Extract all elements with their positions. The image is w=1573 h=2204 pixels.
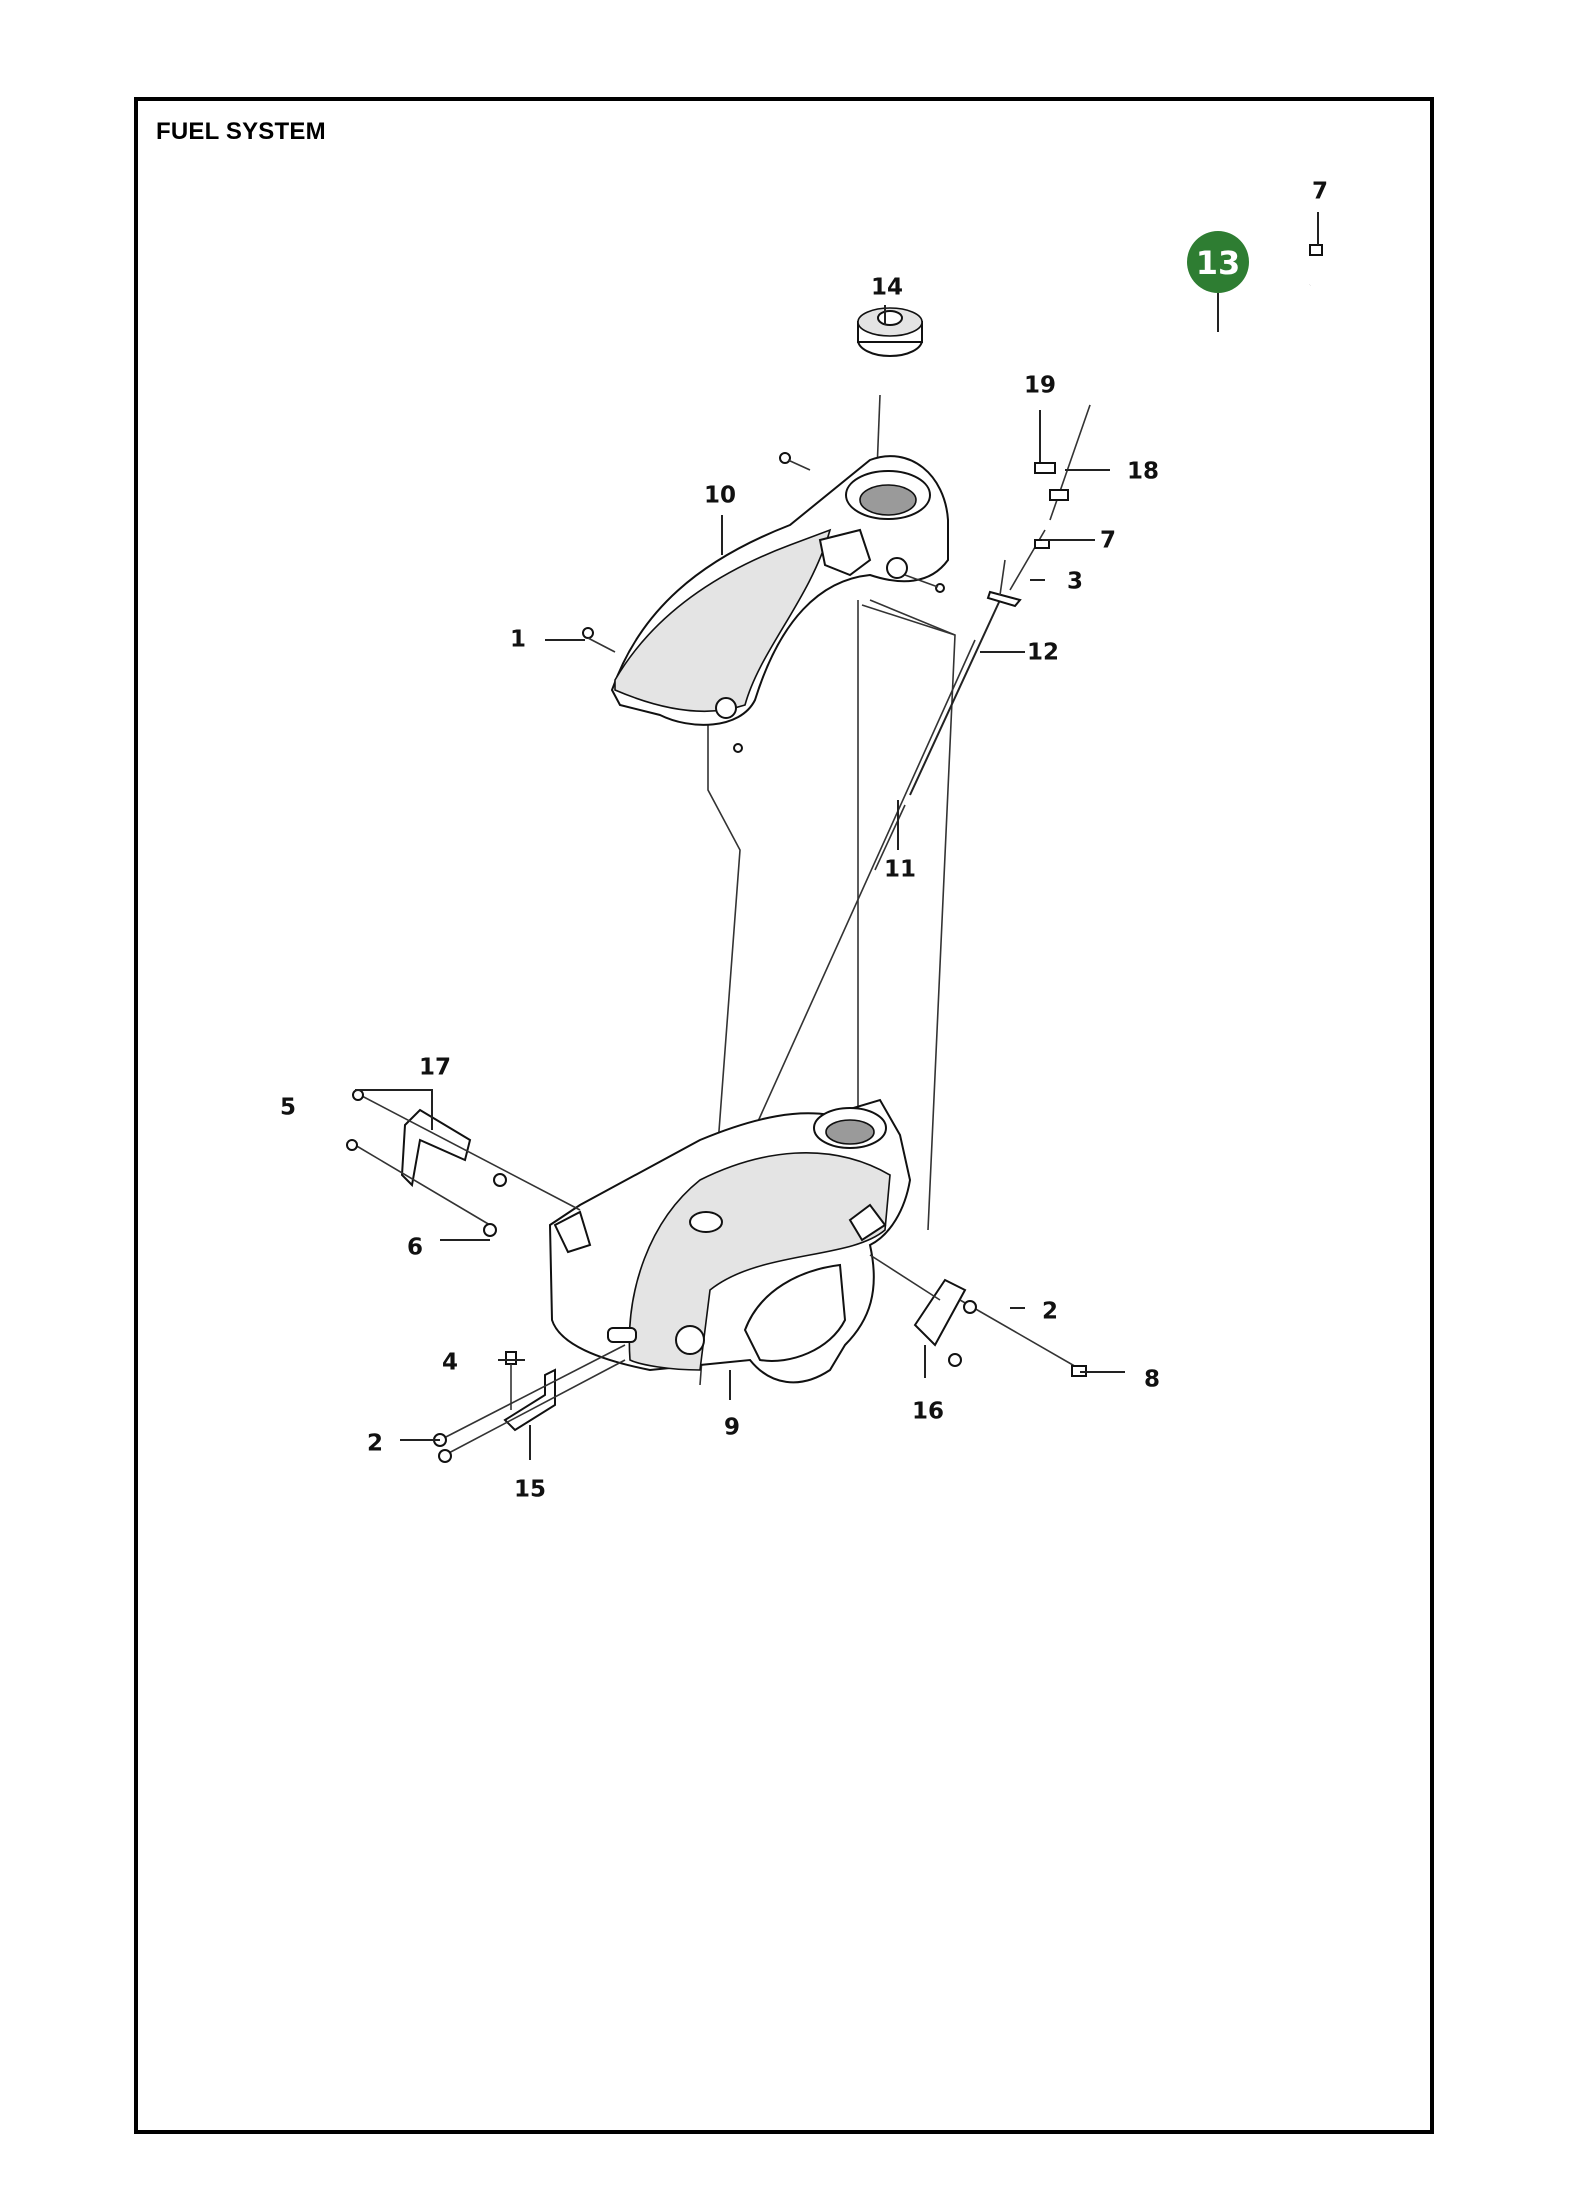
callout-2-right: 2 — [1042, 1299, 1058, 1325]
diagram-frame — [134, 97, 1434, 2134]
upper-shroud — [610, 455, 949, 726]
callout-5: 5 — [280, 1095, 296, 1121]
highlight-badge-13: 13 — [1187, 231, 1249, 293]
callout-4: 4 — [442, 1350, 458, 1376]
callout-18: 18 — [1127, 459, 1159, 485]
callout-7-top: 7 — [1312, 179, 1328, 205]
callout-8: 8 — [1144, 1367, 1160, 1393]
callout-14: 14 — [871, 275, 903, 301]
callout-2-left: 2 — [367, 1431, 383, 1457]
callout-15: 15 — [514, 1477, 546, 1503]
callout-7-mid: 7 — [1100, 528, 1116, 554]
callout-10: 10 — [704, 483, 736, 509]
callout-leaders — [355, 212, 1319, 1460]
callout-1: 1 — [510, 627, 526, 653]
callout-17: 17 — [419, 1055, 451, 1081]
hardware — [582, 244, 1323, 753]
fuel-hose — [874, 284, 1312, 871]
callout-12: 12 — [1027, 640, 1059, 666]
bracket-left-lower — [433, 1344, 626, 1463]
bracket-left-upper — [346, 1089, 581, 1237]
bracket-right — [869, 1254, 1087, 1377]
fuel-tank — [548, 1098, 912, 1384]
callout-3: 3 — [1067, 569, 1083, 595]
page-title: FUEL SYSTEM — [156, 118, 326, 145]
highlight-badge-circle — [1187, 231, 1249, 293]
callout-6: 6 — [407, 1235, 423, 1261]
callout-labels: 7 14 19 18 10 7 3 1 12 11 17 5 6 2 4 8 1… — [280, 179, 1328, 1503]
callout-19: 19 — [1024, 373, 1056, 399]
fuel-cap — [857, 307, 923, 357]
callout-9: 9 — [724, 1415, 740, 1441]
highlight-badge-label: 13 — [1196, 244, 1241, 282]
callout-16: 16 — [912, 1399, 944, 1425]
callout-11: 11 — [884, 857, 916, 883]
